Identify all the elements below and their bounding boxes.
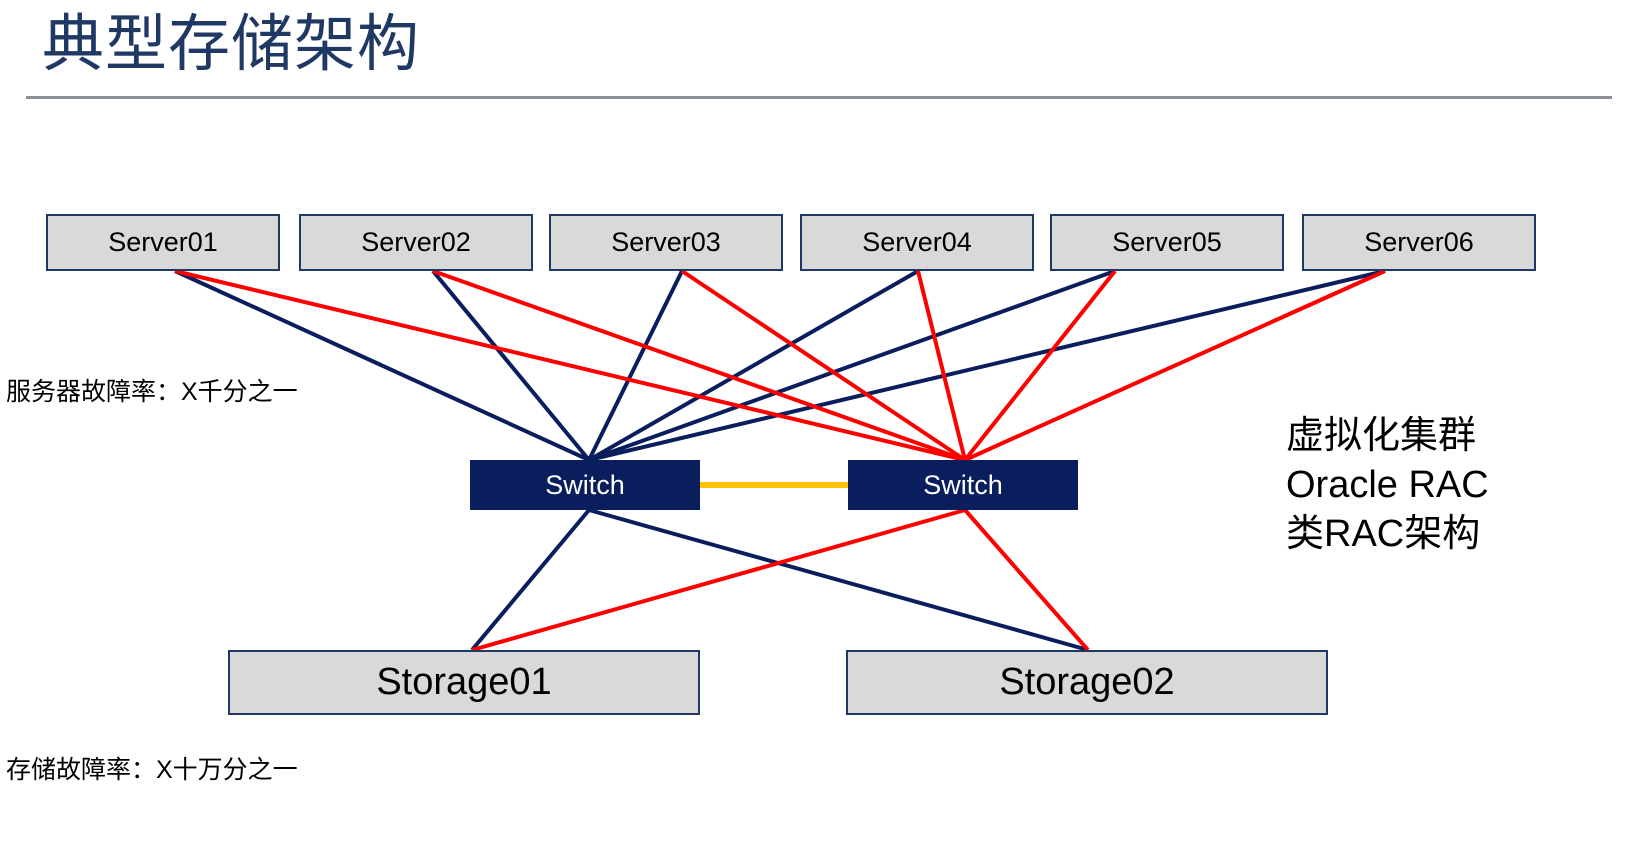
server-failure-rate-note: 服务器故障率：X千分之一 bbox=[6, 378, 298, 406]
storage-label: Storage01 bbox=[376, 661, 552, 703]
architecture-note-line-2: Oracle RAC bbox=[1286, 464, 1489, 506]
link-server-right-switch-2 bbox=[432, 269, 966, 462]
link-server-right-switch-4 bbox=[916, 270, 967, 461]
architecture-note-line-3: 类RAC架构 bbox=[1286, 513, 1481, 555]
server-box-5[interactable]: Server05 bbox=[1050, 214, 1284, 271]
server-box-2[interactable]: Server02 bbox=[299, 214, 533, 271]
link-switch-storage-1 bbox=[470, 508, 591, 652]
architecture-note: 虚拟化集群 Oracle RAC 类RAC架构 bbox=[1286, 412, 1489, 559]
storage-box-2[interactable]: Storage02 bbox=[846, 650, 1328, 715]
link-server-left-switch-4 bbox=[588, 269, 919, 462]
link-server-left-switch-1 bbox=[174, 269, 590, 462]
link-server-right-switch-1 bbox=[174, 269, 966, 462]
link-server-left-switch-2 bbox=[431, 269, 591, 462]
storage-failure-rate-note: 存储故障率：X十万分之一 bbox=[6, 756, 298, 784]
link-switch-storage-2 bbox=[588, 508, 1089, 652]
server-box-6[interactable]: Server06 bbox=[1302, 214, 1536, 271]
switch-box-right[interactable]: Switch bbox=[848, 460, 1078, 510]
server-label: Server03 bbox=[611, 227, 721, 257]
server-to-left-switch-links bbox=[174, 269, 1386, 462]
page-title: 典型存储架构 bbox=[42, 10, 421, 79]
server-label: Server02 bbox=[361, 227, 471, 257]
server-label: Server06 bbox=[1364, 227, 1474, 257]
server-label: Server05 bbox=[1112, 227, 1222, 257]
switch-to-storage-links bbox=[470, 508, 1090, 652]
link-server-left-switch-3 bbox=[587, 270, 684, 461]
server-label: Server01 bbox=[108, 227, 218, 257]
link-server-right-switch-5 bbox=[963, 269, 1117, 462]
server-label: Server04 bbox=[862, 227, 972, 257]
link-switch-storage-3 bbox=[471, 508, 966, 652]
link-server-left-switch-6 bbox=[588, 269, 1386, 462]
server-box-4[interactable]: Server04 bbox=[800, 214, 1034, 271]
storage-label: Storage02 bbox=[999, 661, 1175, 703]
architecture-note-line-1: 虚拟化集群 bbox=[1286, 415, 1477, 457]
title-divider bbox=[26, 96, 1612, 99]
link-switch-storage-4 bbox=[963, 508, 1090, 652]
link-server-left-switch-5 bbox=[588, 269, 1116, 462]
switch-label: Switch bbox=[923, 469, 1003, 500]
switch-label: Switch bbox=[545, 469, 625, 500]
switch-box-left[interactable]: Switch bbox=[470, 460, 700, 510]
link-server-right-switch-6 bbox=[964, 269, 1386, 462]
server-to-right-switch-links bbox=[174, 269, 1386, 462]
server-box-1[interactable]: Server01 bbox=[46, 214, 280, 271]
link-server-right-switch-3 bbox=[680, 269, 967, 462]
storage-box-1[interactable]: Storage01 bbox=[228, 650, 700, 715]
server-box-3[interactable]: Server03 bbox=[549, 214, 783, 271]
